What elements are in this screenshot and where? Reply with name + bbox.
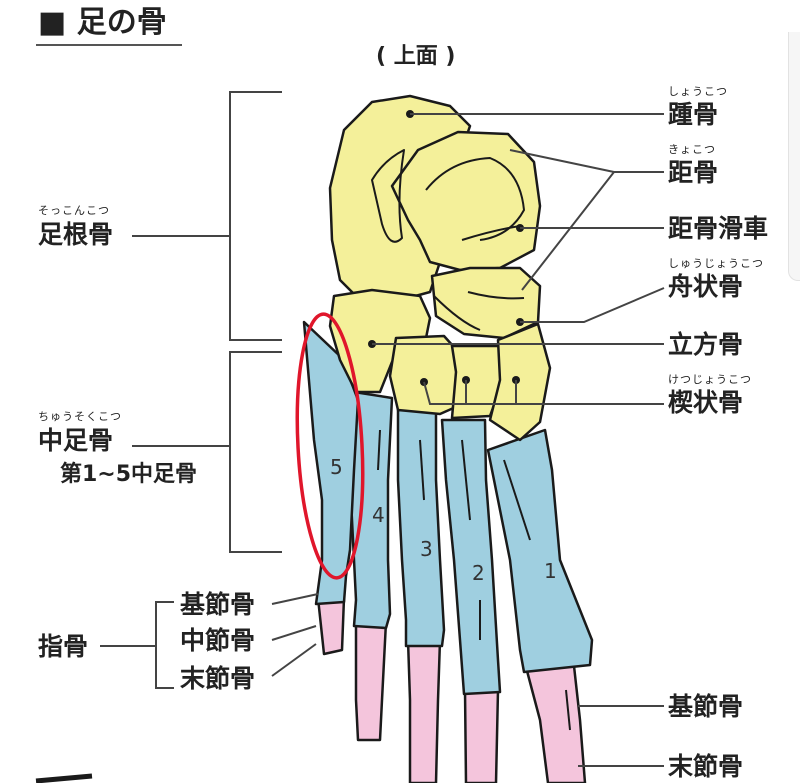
metatarsal-number-4: 4 — [372, 503, 385, 527]
talus-label: 距骨 — [668, 158, 719, 187]
view-label: ( 上面 ) — [376, 44, 456, 69]
highlight-ellipse — [295, 312, 365, 580]
right-leader-lines — [372, 113, 665, 767]
scrollbar[interactable] — [788, 32, 800, 281]
metatarsal-number-1: 1 — [544, 559, 557, 583]
metatarsals-bracket — [132, 351, 282, 553]
metatarsal-3 — [396, 408, 446, 648]
left-brackets — [100, 91, 319, 689]
toe-3-phalanx — [406, 638, 442, 783]
phalanges-bracket — [100, 601, 174, 689]
navicular-leader — [520, 287, 665, 323]
title-underline — [36, 44, 182, 46]
page-title: ■ 足の骨 — [38, 5, 167, 40]
navicular-label: 舟状骨 — [668, 272, 744, 301]
metatarsal-1 — [486, 428, 594, 674]
calcaneus-label: 踵骨 — [668, 100, 719, 129]
talus-leader — [509, 149, 664, 291]
navicular-ruby: しゅうじょうこつ — [668, 257, 764, 270]
metatarsal-2 — [440, 418, 502, 696]
middle-phalanx-label-left: 中節骨 — [180, 626, 256, 655]
cuneiform-ruby: けつじょうこつ — [668, 373, 752, 386]
phalanges-label: 指骨 — [38, 632, 89, 661]
metatarsal-number-labels: 5 4 3 2 1 — [330, 455, 557, 585]
cuboid-label: 立方骨 — [668, 330, 744, 359]
metatarsals-ruby: ちゅうそくこつ — [38, 410, 122, 423]
distal-phalanx-label-right: 末節骨 — [668, 752, 744, 781]
toe-4-phalanx — [354, 620, 388, 742]
cuneiform-medial — [488, 322, 552, 442]
tarsals-label: 足根骨 — [38, 220, 114, 249]
tarsals-bracket — [132, 91, 282, 341]
metatarsal-number-5: 5 — [330, 455, 343, 479]
trochlea-label: 距骨滑車 — [668, 214, 769, 243]
metatarsal-number-3: 3 — [420, 537, 433, 561]
cuneiform-leader — [423, 380, 664, 405]
cuneiform-label: 楔状骨 — [668, 388, 744, 417]
proximal-phalanx-label-right: 基節骨 — [668, 692, 744, 721]
distal-phalanx-label-left: 末節骨 — [180, 664, 256, 693]
metatarsal-number-2: 2 — [472, 561, 485, 585]
toe-2-phalanx — [463, 688, 500, 783]
toe-5-phalanx — [316, 596, 346, 656]
talus-ruby: きょこつ — [668, 143, 716, 156]
metatarsals-sub-label: 第1~5中足骨 — [60, 462, 198, 487]
proximal-phalanx-label-left: 基節骨 — [180, 590, 256, 619]
metatarsals-label: 中足骨 — [38, 426, 114, 455]
navicular — [430, 266, 542, 340]
cuneiform-lateral — [388, 334, 464, 416]
tarsals-ruby: そっこんこつ — [38, 204, 110, 217]
calcaneus-ruby: しょうこつ — [668, 85, 728, 98]
